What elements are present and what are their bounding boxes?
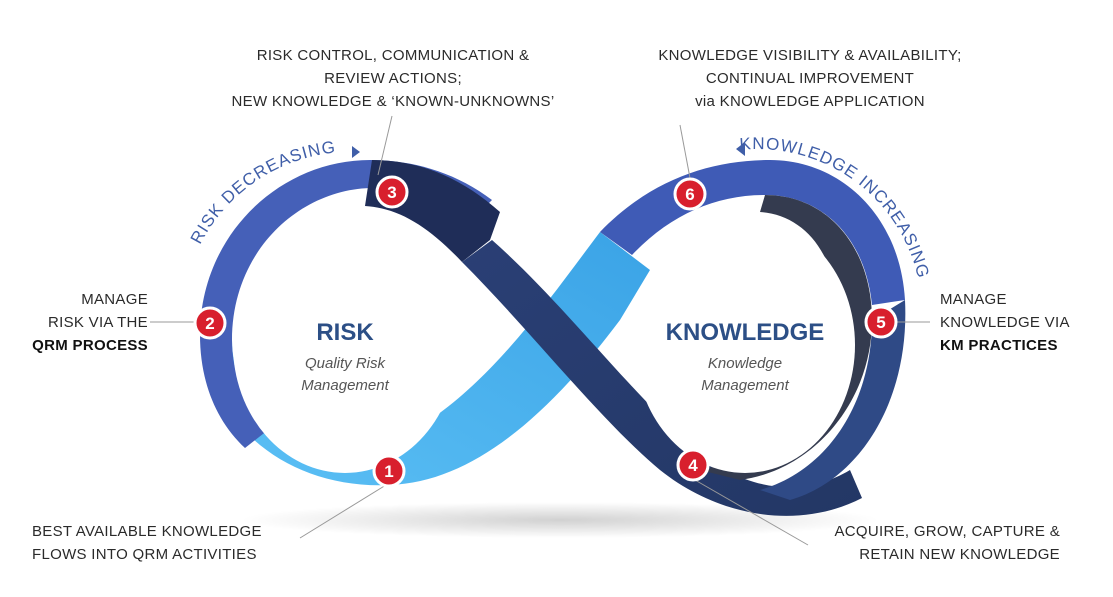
step-6-line-1: KNOWLEDGE VISIBILITY & AVAILABILITY;	[658, 47, 962, 64]
step-5-label: MANAGE KNOWLEDGE VIA KM PRACTICES	[940, 288, 1070, 357]
step-3-line-1: RISK CONTROL, COMMUNICATION &	[256, 47, 530, 64]
right-loop-center	[635, 217, 855, 473]
step-2-line-1: MANAGE	[81, 291, 148, 308]
step-1-label: BEST AVAILABLE KNOWLEDGE FLOWS INTO QRM …	[32, 520, 262, 566]
step-3-label: RISK CONTROL, COMMUNICATION & REVIEW ACT…	[128, 44, 658, 113]
step-badge-1: 1	[372, 454, 406, 488]
risk-subtitle-line1: Quality Risk	[305, 355, 387, 372]
leader-line-4	[694, 479, 809, 546]
svg-text:3: 3	[387, 183, 396, 202]
step-2-bold-line: QRM PROCESS	[32, 337, 148, 354]
step-1-line-1: BEST AVAILABLE KNOWLEDGE	[32, 523, 262, 540]
step-6-line-2: CONTINUAL IMPROVEMENT	[705, 70, 915, 87]
step-3-line-2: REVIEW ACTIONS;	[324, 70, 462, 87]
risk-subtitle-line2: Management	[301, 377, 389, 394]
step-5-bold-line: KM PRACTICES	[940, 337, 1058, 354]
risk-title: RISK	[316, 319, 374, 346]
knowledge-subtitle-line2: Management	[701, 377, 789, 394]
step-6-label: KNOWLEDGE VISIBILITY & AVAILABILITY; CON…	[560, 44, 1060, 113]
step-badge-4: 4	[676, 448, 710, 482]
crossing-band	[462, 240, 862, 516]
floor-shadow	[240, 502, 880, 538]
step-6-line-3: via KNOWLEDGE APPLICATION	[695, 93, 925, 110]
step-5-line-1: MANAGE	[940, 291, 1007, 308]
svg-text:2: 2	[205, 314, 214, 333]
step-badge-5: 5	[864, 305, 898, 339]
step-badge-6: 6	[673, 177, 707, 211]
leader-line-1	[299, 484, 387, 539]
knowledge-increasing-arrow-icon	[736, 142, 745, 156]
step-2-line-2: RISK VIA THE	[47, 314, 148, 331]
step-4-line-1: ACQUIRE, GROW, CAPTURE &	[834, 523, 1060, 540]
svg-text:5: 5	[876, 313, 885, 332]
step-2-label: MANAGE RISK VIA THE QRM PROCESS	[20, 288, 148, 357]
leader-line-3	[377, 115, 393, 176]
step-5-line-2: KNOWLEDGE VIA	[940, 314, 1070, 331]
leader-line-6	[679, 124, 691, 179]
step-3-line-3: NEW KNOWLEDGE & ‘KNOWN-UNKNOWNS’	[231, 93, 555, 110]
step-1-line-2: FLOWS INTO QRM ACTIVITIES	[32, 546, 257, 563]
left-loop-outer-arc	[200, 160, 492, 448]
knowledge-title: KNOWLEDGE	[666, 319, 825, 346]
svg-text:6: 6	[685, 185, 694, 204]
knowledge-subtitle-line1: Knowledge	[708, 355, 782, 372]
risk-decreasing-arrow-icon	[352, 146, 360, 158]
step-badge-2: 2	[193, 306, 227, 340]
svg-text:1: 1	[384, 462, 393, 481]
left-loop-center	[233, 217, 457, 473]
svg-text:4: 4	[688, 456, 698, 475]
step-4-line-2: RETAIN NEW KNOWLEDGE	[859, 546, 1060, 563]
step-badge-3: 3	[375, 175, 409, 209]
step-4-label: ACQUIRE, GROW, CAPTURE & RETAIN NEW KNOW…	[760, 520, 1060, 566]
